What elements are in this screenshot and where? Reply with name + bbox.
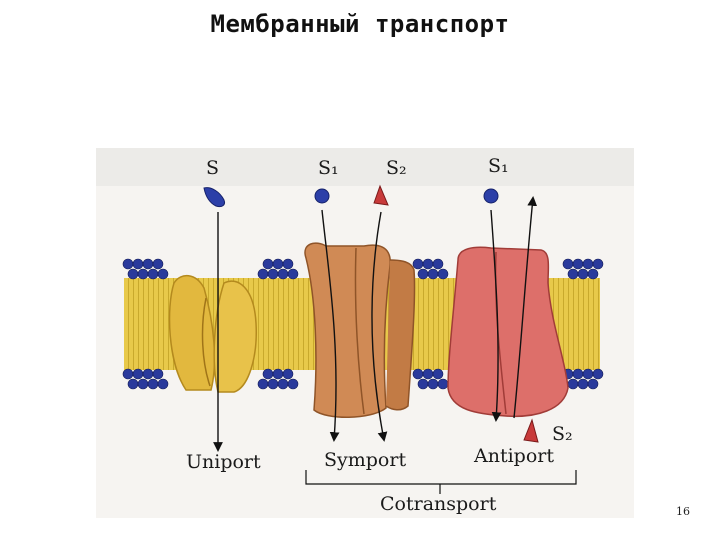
lipid-head: [417, 268, 429, 280]
page-title: Мембранный транспорт: [210, 10, 510, 38]
lipid-head: [287, 268, 299, 280]
lipid-head: [582, 258, 594, 270]
lipid-head: [277, 268, 289, 280]
lipid-heads-top: [122, 258, 604, 280]
lipid-head: [282, 258, 294, 270]
lipid-head: [137, 378, 149, 390]
lipid-head: [152, 368, 164, 380]
lipid-head: [437, 268, 449, 280]
lipid-head: [257, 268, 269, 280]
lipid-head: [437, 378, 449, 390]
label-uniport: Uniport: [186, 451, 261, 473]
lipid-head: [142, 368, 154, 380]
antiport-s2-arrow: [513, 196, 538, 419]
lipid-head: [147, 378, 159, 390]
lipid-head: [592, 258, 604, 270]
lipid-head: [587, 378, 599, 390]
membrane-diagram: S S₁ S₂ S₁ S₂ Uniport Symport Antiport C…: [96, 148, 634, 515]
antiport-s1-arrow: [490, 209, 502, 422]
s1-antiport-molecule: [483, 188, 499, 204]
lipid-head: [157, 378, 169, 390]
lipid-head: [412, 368, 424, 380]
lipid-head: [567, 268, 579, 280]
s2-symport-molecule: [373, 184, 389, 206]
lipid-head: [127, 378, 139, 390]
lipid-head: [577, 378, 589, 390]
lipid-head: [282, 368, 294, 380]
label-s1-symport: S₁: [318, 157, 339, 179]
symport-s1-arrow: [321, 209, 340, 442]
antiport-protein: [447, 246, 569, 418]
faded-text-band: [96, 148, 634, 186]
symport-protein: [304, 242, 416, 418]
lipid-head: [132, 258, 144, 270]
lipid-head: [432, 258, 444, 270]
s1-symport-molecule: [314, 188, 330, 204]
lipid-head: [142, 258, 154, 270]
label-cotransport: Cotransport: [380, 493, 497, 515]
lipid-head: [267, 268, 279, 280]
lipid-head: [262, 258, 274, 270]
lipid-head: [427, 268, 439, 280]
lipid-head: [122, 258, 134, 270]
lipid-head: [147, 268, 159, 280]
lipid-head: [432, 368, 444, 380]
label-antiport: Antiport: [473, 445, 554, 467]
lipid-head: [412, 258, 424, 270]
lipid-head: [267, 378, 279, 390]
uniport-protein: [168, 275, 257, 393]
lipid-head: [122, 368, 134, 380]
lipid-head: [152, 258, 164, 270]
lipid-head: [592, 368, 604, 380]
lipid-head: [262, 368, 274, 380]
page-number: 16: [676, 505, 690, 518]
lipid-head: [132, 368, 144, 380]
s2-antiport-molecule: [523, 418, 539, 443]
s-molecule: [203, 187, 225, 208]
lipid-head: [417, 378, 429, 390]
symport-s2-arrow: [371, 211, 388, 442]
lipid-head: [422, 368, 434, 380]
label-s: S: [206, 157, 219, 179]
lipid-head: [257, 378, 269, 390]
label-s2-symport: S₂: [386, 157, 407, 179]
lipid-head: [582, 368, 594, 380]
lipid-head: [272, 368, 284, 380]
lipid-head: [287, 378, 299, 390]
label-s2-antiport: S₂: [552, 423, 573, 445]
lipid-head: [572, 368, 584, 380]
lipid-head: [137, 268, 149, 280]
lipid-head: [587, 268, 599, 280]
label-s1-antiport: S₁: [488, 155, 509, 177]
lipid-head: [567, 378, 579, 390]
lipid-head: [572, 258, 584, 270]
membrane-transport-figure: S S₁ S₂ S₁ S₂ Uniport Symport Antiport C…: [96, 148, 634, 518]
lipid-head: [157, 268, 169, 280]
lipid-head: [277, 378, 289, 390]
lipid-heads-bottom: [122, 368, 604, 390]
lipid-head: [272, 258, 284, 270]
cotransport-bracket: [305, 470, 577, 485]
lipid-head: [562, 258, 574, 270]
label-symport: Symport: [324, 449, 406, 471]
lipid-head: [577, 268, 589, 280]
lipid-head: [427, 378, 439, 390]
lipid-head: [127, 268, 139, 280]
lipid-head: [422, 258, 434, 270]
